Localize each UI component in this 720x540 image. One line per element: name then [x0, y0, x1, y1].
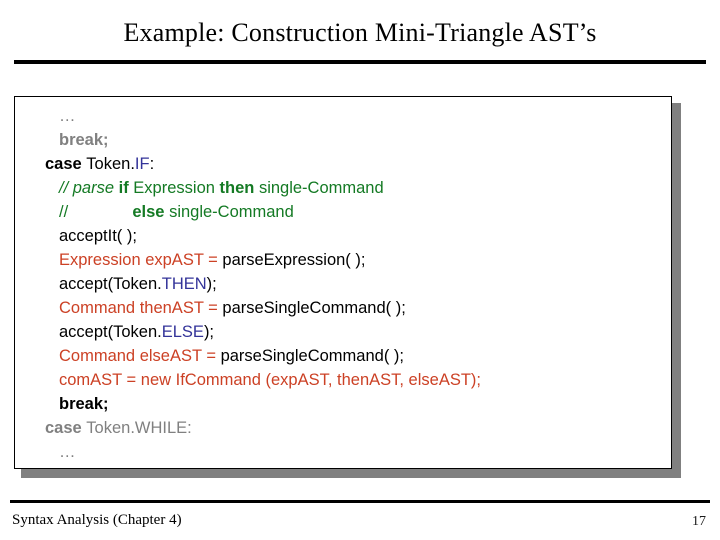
code-line: … — [15, 104, 671, 128]
code-line: comAST = new IfCommand (expAST, thenAST,… — [15, 368, 671, 392]
code-token: // parse — [59, 179, 119, 197]
code-line: accept(Token.ELSE); — [15, 320, 671, 344]
code-token: comAST = new IfCommand (expAST, thenAST,… — [59, 371, 481, 389]
code-token: … — [59, 107, 76, 125]
code-line: accept(Token.THEN); — [15, 272, 671, 296]
code-line: // else single-Command — [15, 200, 671, 224]
code-token: Expression — [133, 179, 220, 197]
code-panel: …break;case Token.IF:// parse if Express… — [14, 96, 672, 469]
code-token: Command thenAST = — [59, 299, 223, 317]
code-line: case Token.WHILE: — [15, 416, 671, 440]
code-token: break; — [59, 395, 109, 413]
code-line: Command thenAST = parseSingleCommand( ); — [15, 296, 671, 320]
code-token: break; — [59, 131, 109, 149]
code-token: case — [45, 155, 87, 173]
footer-page-number: 17 — [692, 514, 706, 529]
code-token: : — [149, 155, 155, 173]
code-token: Expression expAST = — [59, 251, 223, 269]
code-token: case — [45, 419, 87, 437]
code-token: … — [59, 443, 76, 461]
page-title: Example: Construction Mini-Triangle AST’… — [123, 18, 597, 47]
code-token: ); — [203, 323, 215, 341]
footer-section-label: Syntax Analysis (Chapter 4) — [12, 512, 182, 528]
code-token: IF — [134, 155, 150, 173]
code-token: THEN — [161, 275, 207, 293]
code-token: accept(Token. — [59, 323, 162, 341]
code-line: case Token.IF: — [15, 152, 671, 176]
code-line: … — [15, 440, 671, 464]
code-panel-container: …break;case Token.IF:// parse if Express… — [14, 96, 681, 478]
code-token: parseExpression( ); — [222, 251, 366, 269]
code-token: single-Command — [258, 179, 384, 197]
title-divider — [14, 60, 706, 64]
code-token: ); — [206, 275, 217, 293]
code-token: ELSE — [161, 323, 204, 341]
code-line: // parse if Expression then single-Comma… — [15, 176, 671, 200]
code-line: acceptIt( ); — [15, 224, 671, 248]
code-token: Command elseAST = — [59, 347, 221, 365]
code-listing: …break;case Token.IF:// parse if Express… — [15, 104, 671, 464]
code-token: accept(Token. — [59, 275, 162, 293]
footer-divider — [10, 500, 710, 503]
code-token: single-Command — [169, 203, 294, 221]
code-token: acceptIt( ); — [59, 227, 137, 245]
code-token: else — [132, 203, 170, 221]
code-line: break; — [15, 392, 671, 416]
code-token: if — [118, 179, 134, 197]
code-line: Command elseAST = parseSingleCommand( ); — [15, 344, 671, 368]
code-token: Token. — [86, 155, 135, 173]
code-line: Expression expAST = parseExpression( ); — [15, 248, 671, 272]
code-token: then — [219, 179, 259, 197]
code-token: Token.WHILE: — [86, 419, 192, 437]
code-token: // — [59, 203, 133, 221]
code-token: parseSingleCommand( ); — [220, 347, 404, 365]
code-token: parseSingleCommand( ); — [222, 299, 406, 317]
code-line: break; — [15, 128, 671, 152]
